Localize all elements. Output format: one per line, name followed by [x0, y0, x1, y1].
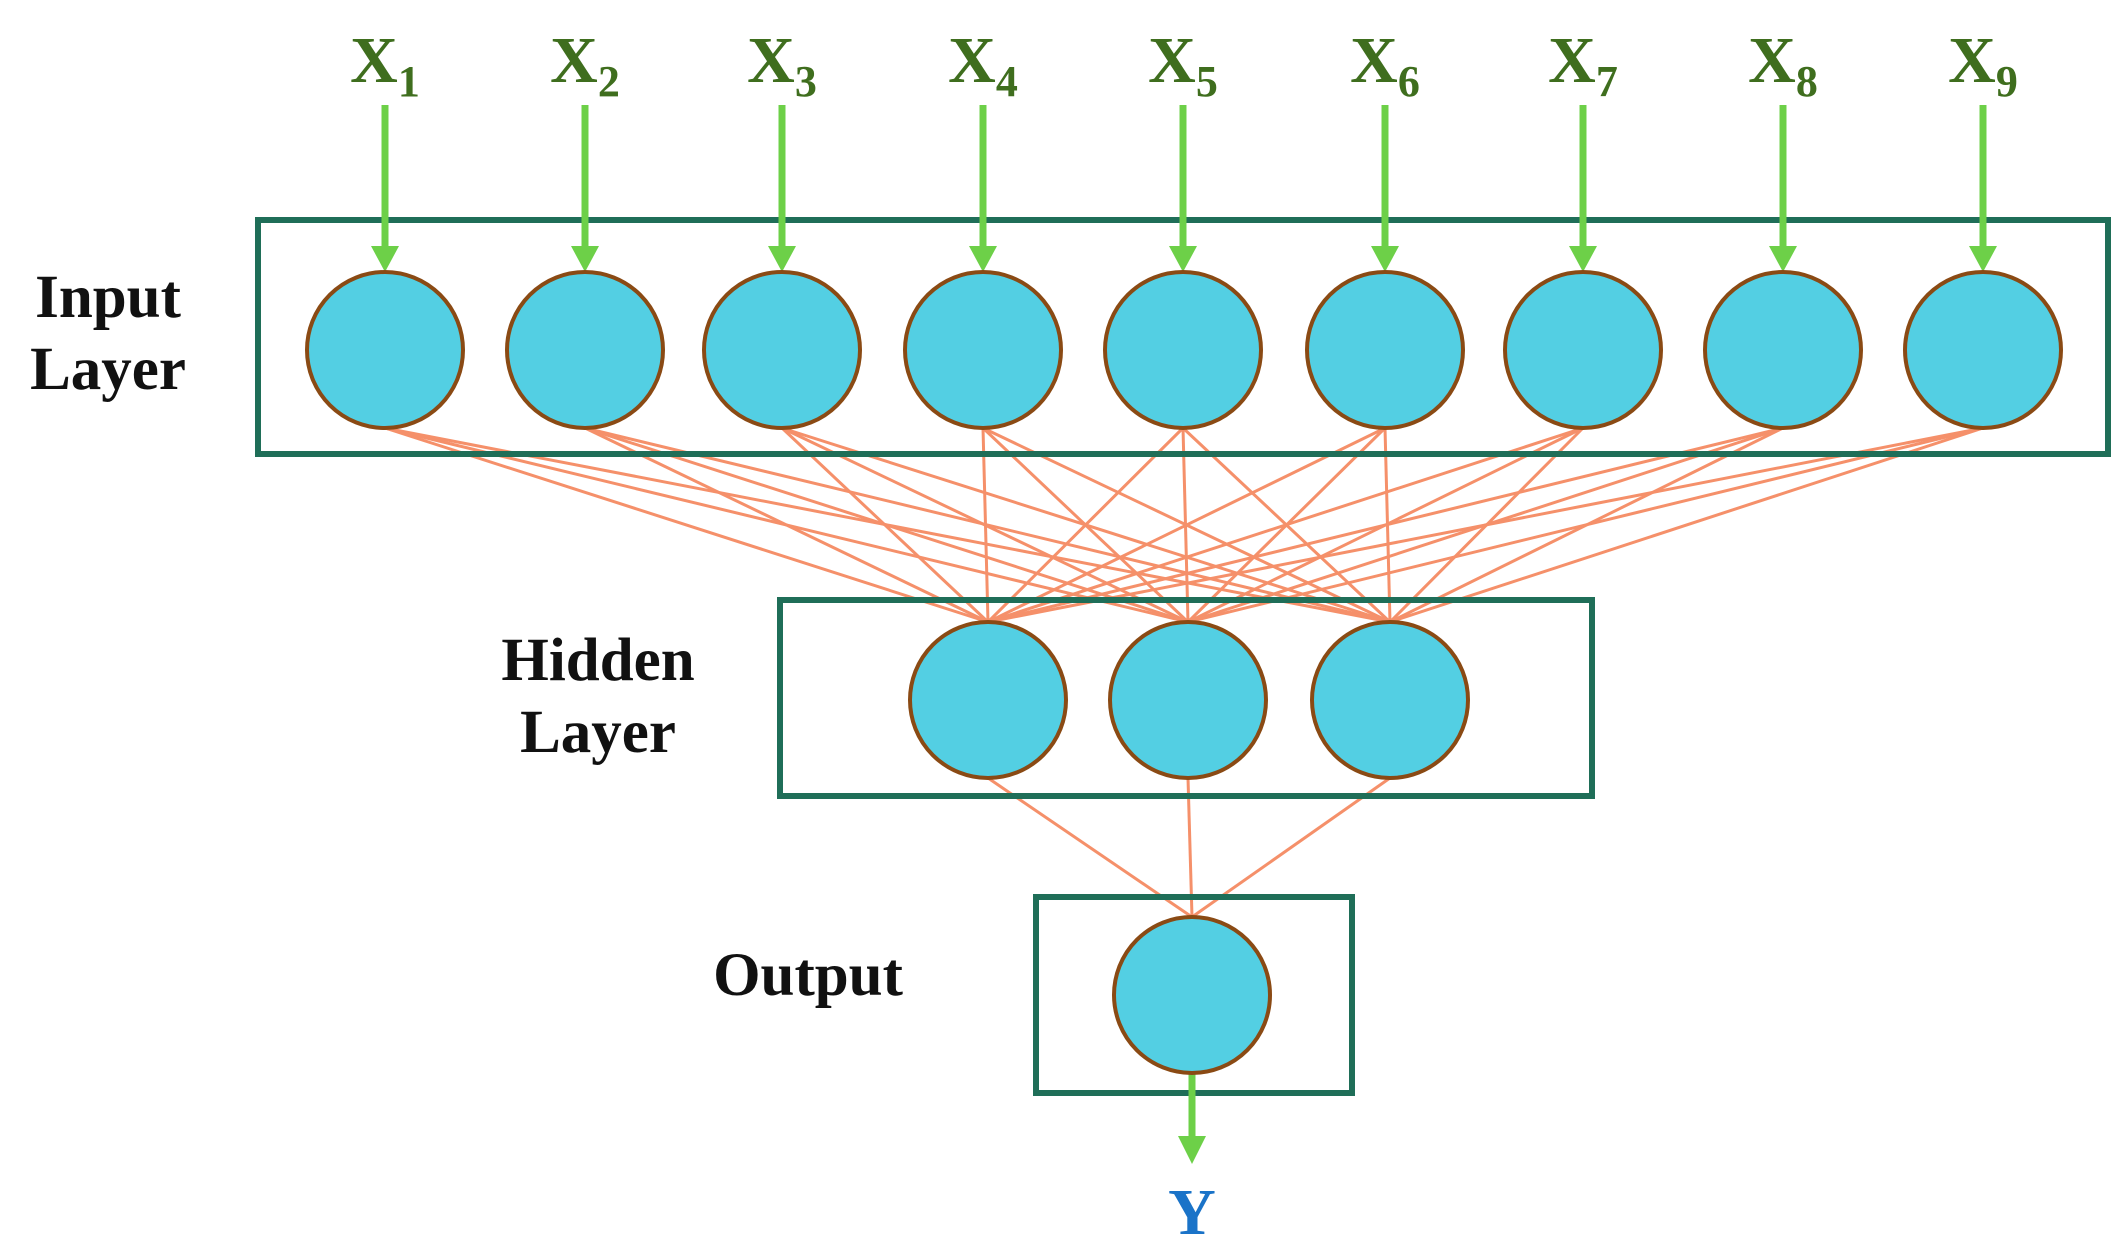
input-node-3 [702, 270, 862, 430]
input-arrowhead-9 [1969, 246, 1997, 272]
nodes-group [305, 270, 2063, 1075]
input-label-base: X [1350, 24, 1398, 97]
input-layer-label-line1: Input [35, 264, 181, 331]
output-symbol: Y [1168, 1176, 1216, 1249]
input-label-subscript: 2 [597, 57, 620, 106]
input-label-x2: X2 [550, 28, 620, 104]
output-arrowhead [1178, 1136, 1206, 1164]
hidden-layer-label-line1: Hidden [501, 627, 695, 694]
input-label-x4: X4 [948, 28, 1018, 104]
output-node [1112, 915, 1272, 1075]
input-arrowhead-7 [1569, 246, 1597, 272]
input-label-base: X [1148, 24, 1196, 97]
input-layer-label-line2: Layer [30, 336, 186, 403]
edge-input9-hidden2 [1187, 426, 1984, 624]
input-node-5 [1103, 270, 1263, 430]
input-label-x9: X9 [1948, 28, 2018, 104]
input-label-x1: X1 [350, 28, 420, 104]
input-label-base: X [1548, 24, 1596, 97]
input-label-base: X [747, 24, 795, 97]
edge-input9-hidden3 [1389, 426, 1984, 624]
input-label-x3: X3 [747, 28, 817, 104]
hidden-node-1 [908, 620, 1068, 780]
edge-input6-hidden1 [987, 426, 1386, 624]
input-arrowhead-5 [1169, 246, 1197, 272]
input-arrowhead-2 [571, 246, 599, 272]
edge-input5-hidden1 [986, 426, 1185, 624]
output-layer-label: Output [713, 940, 903, 1012]
edge-input4-hidden1 [981, 427, 990, 623]
hidden-layer-label-line2: Layer [520, 699, 676, 766]
edge-input2-hidden1 [584, 426, 989, 624]
input-arrowhead-6 [1371, 246, 1399, 272]
edge-hidden3-output [1191, 776, 1391, 919]
input-arrowhead-3 [768, 246, 796, 272]
input-label-base: X [1948, 24, 1996, 97]
input-label-subscript: 6 [1397, 57, 1420, 106]
input-arrowhead-1 [371, 246, 399, 272]
edge-input1-hidden1 [384, 426, 989, 624]
input-label-subscript: 4 [995, 57, 1018, 106]
input-label-x6: X6 [1350, 28, 1420, 104]
input-label-subscript: 8 [1795, 57, 1818, 106]
input-arrowhead-4 [969, 246, 997, 272]
edge-hidden1-output [987, 776, 1193, 919]
input-label-base: X [550, 24, 598, 97]
input-node-2 [505, 270, 665, 430]
input-label-subscript: 5 [1195, 57, 1218, 106]
edges-group [384, 426, 1984, 919]
input-label-subscript: 9 [1995, 57, 2018, 106]
input-layer-label: Input Layer [30, 262, 186, 406]
edge-hidden2-output [1186, 777, 1194, 918]
input-label-subscript: 7 [1595, 57, 1618, 106]
input-label-x5: X5 [1148, 28, 1218, 104]
input-label-base: X [350, 24, 398, 97]
input-label-subscript: 3 [794, 57, 817, 106]
hidden-node-3 [1310, 620, 1470, 780]
input-label-subscript: 1 [397, 57, 420, 106]
output-layer-label-text: Output [713, 942, 903, 1009]
input-node-1 [305, 270, 465, 430]
hidden-layer-box [777, 597, 1595, 799]
input-label-x7: X7 [1548, 28, 1618, 104]
edge-input8-hidden1 [987, 426, 1784, 624]
input-label-x8: X8 [1748, 28, 1818, 104]
input-node-7 [1503, 270, 1663, 430]
input-label-base: X [1748, 24, 1796, 97]
edge-input3-hidden1 [780, 426, 990, 624]
edge-input7-hidden1 [987, 426, 1584, 624]
input-node-9 [1903, 270, 2063, 430]
input-arrowhead-8 [1769, 246, 1797, 272]
input-label-base: X [948, 24, 996, 97]
input-node-6 [1305, 270, 1465, 430]
arrows-group [371, 105, 1997, 1164]
edge-input9-hidden1 [987, 426, 1984, 624]
input-node-8 [1703, 270, 1863, 430]
hidden-node-2 [1108, 620, 1268, 780]
input-node-4 [903, 270, 1063, 430]
hidden-layer-label: Hidden Layer [501, 625, 694, 769]
